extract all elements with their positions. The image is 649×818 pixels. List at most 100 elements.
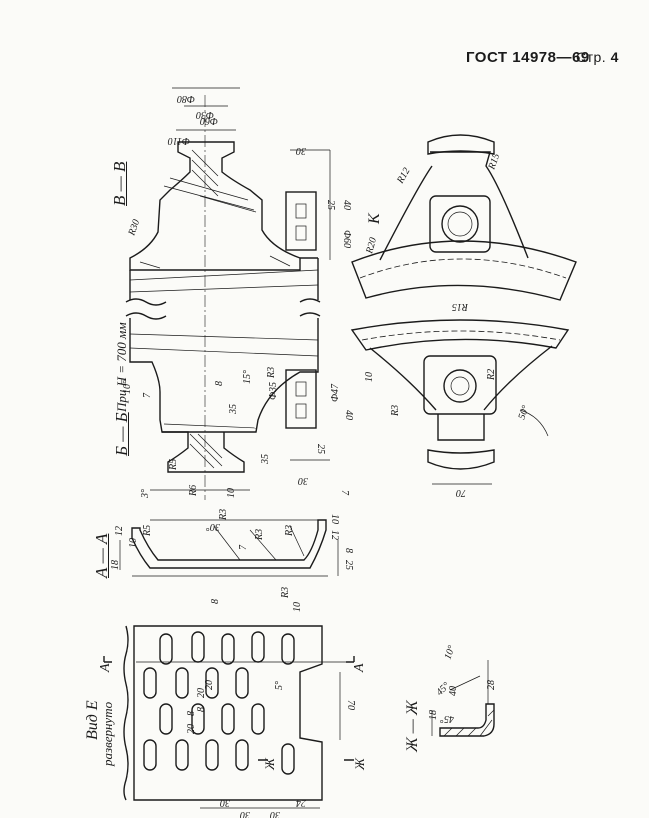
dim-phi47: Ф47	[330, 383, 341, 402]
spider-knob-upper	[427, 134, 495, 155]
break-mark-2	[125, 312, 167, 320]
dim-phi80: Ф80	[177, 93, 195, 104]
dim-r6: R6	[188, 485, 199, 497]
hub-bore-inner-upper	[447, 211, 473, 237]
dim-a-18: 18	[110, 560, 121, 570]
label-section-zh-zh: Ж — Ж	[404, 700, 421, 752]
flange-slot-2	[295, 225, 307, 241]
spider-rim-lower	[350, 319, 570, 351]
spider-stem	[437, 414, 485, 441]
lower-knob	[162, 431, 245, 473]
spider-rim-upper	[351, 240, 577, 301]
dim-r3-mid: R3	[266, 367, 277, 379]
lower-inner-line	[129, 333, 319, 341]
dim-e-5deg: 5°	[274, 681, 285, 690]
label-section-a-a: А — А	[92, 533, 111, 578]
section-zh-hatch	[443, 709, 495, 737]
break-mark-3	[299, 298, 321, 303]
dim-35-b: 35	[260, 454, 271, 465]
dim-8: 8	[214, 381, 225, 386]
page-number: Стр. 4	[576, 49, 619, 65]
spider-rim-lower-hidden	[361, 330, 561, 341]
spider-hub-upper	[429, 195, 491, 253]
section-view-b-v	[125, 87, 331, 500]
dim-e-30-1: 30	[270, 809, 281, 818]
right-flange-lower	[285, 369, 317, 429]
dim-30: 30	[296, 145, 307, 156]
cut-mark-a-left	[103, 656, 112, 663]
break-mark-4	[299, 312, 321, 317]
arrow-label-a-right: А	[352, 663, 367, 672]
flange-slot-1	[295, 203, 307, 219]
dim-zh-40: 40	[448, 686, 459, 696]
section-zh-zh	[431, 660, 495, 737]
dim-a-r3-2: R3	[254, 529, 265, 541]
dim-40: 40	[341, 200, 352, 210]
section-a-leader-1	[213, 525, 241, 561]
page-prefix: Стр.	[576, 49, 607, 65]
dim-phi35: Ф35	[268, 382, 279, 400]
dim-a-r3-3: R3	[284, 525, 295, 537]
arrow-label-a-left: А	[98, 663, 113, 672]
dim-zh-18: 18	[428, 710, 439, 720]
dim-25-b: 25	[315, 444, 326, 454]
dim-phi30: Ф30	[196, 109, 214, 120]
hub-bore-inner-lower	[450, 376, 470, 396]
dim-25: 25	[325, 200, 336, 210]
angle-arc-50	[519, 409, 549, 437]
arrow-label-zh-left: Ж	[262, 758, 277, 770]
upper-inner-line	[129, 284, 319, 293]
dim-3deg: 3°	[140, 489, 151, 499]
dim-a-8: 8	[343, 548, 354, 553]
section-zh-leader	[449, 675, 481, 691]
dim-50deg: 50°	[516, 404, 531, 421]
dim-r20: R20	[364, 236, 379, 255]
section-a-leader-2	[249, 529, 277, 561]
spider-rim-hidden	[359, 258, 567, 279]
spider-knob-lower	[427, 449, 495, 470]
dim-r30: R30	[126, 218, 142, 238]
spider-arms-lower	[369, 345, 553, 411]
dim-r12: R12	[395, 166, 413, 186]
dim-a-10: 10	[128, 538, 139, 548]
break-mark	[125, 298, 167, 306]
arrow-label-zh-right: Ж	[352, 758, 367, 770]
dim-e-30-2: 30	[240, 809, 251, 818]
lower-hub-outline	[129, 318, 319, 433]
dim-a-8-b: 8	[210, 599, 221, 604]
dim-10-k: 10	[364, 372, 375, 382]
spider-arms-upper	[379, 151, 529, 261]
dim-r2: R2	[486, 369, 497, 381]
dim-r15: R15	[486, 152, 502, 172]
view-e-outline	[133, 625, 323, 801]
dim-phi60: Ф60	[200, 115, 218, 126]
dim-15deg: 15°	[242, 370, 253, 384]
dimension-labels: Ф80 Ф30 Ф60 Ф110 30 25 40 Ф60 R30 R20 R1…	[110, 93, 532, 818]
standard-number: ГОСТ 14978—69	[466, 49, 590, 66]
dim-7-mid: 7	[339, 490, 350, 496]
right-flange-upper	[285, 191, 317, 251]
dim-35: 35	[228, 404, 239, 415]
dim-r3-spider: R3	[390, 405, 401, 417]
spider-view	[350, 134, 577, 485]
dim-7: 7	[142, 392, 153, 398]
dim-40-b: 40	[343, 410, 354, 420]
dim-zh-28: 28	[486, 680, 497, 690]
dim-e-8-2: 8	[196, 707, 207, 712]
label-height-note: При H = 700 мм	[114, 322, 129, 412]
dim-a-30deg: 30°	[206, 521, 221, 532]
spider-hub-lower	[423, 355, 497, 415]
dim-a-r3-b: R3	[280, 587, 291, 599]
label-view-e-note: развернуто	[100, 701, 115, 766]
lower-taper-line	[129, 347, 319, 357]
upper-taper-line	[129, 269, 319, 281]
section-zh-profile	[439, 703, 495, 737]
lower-hatch	[163, 423, 257, 469]
cut-mark-a-right	[346, 656, 355, 663]
dim-e-24: 24	[296, 797, 306, 808]
view-e-slots	[143, 631, 295, 775]
view-e	[103, 625, 355, 809]
label-section-b-b: Б — Б	[112, 412, 131, 456]
